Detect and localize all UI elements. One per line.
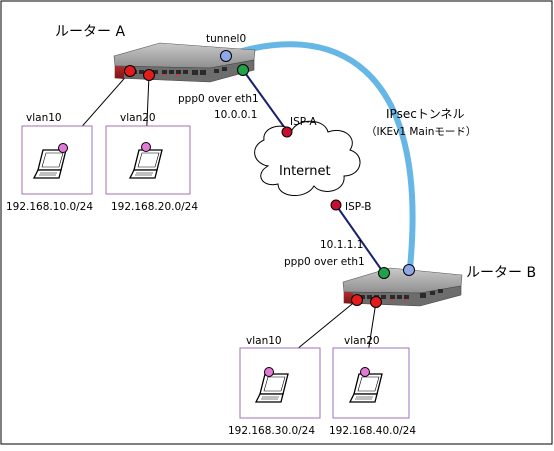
isp-b-node xyxy=(330,199,342,211)
router-b-label: ルーター B xyxy=(466,265,536,281)
wan-link-router-a-isp-a xyxy=(242,69,288,132)
router-b-wan-ip: 10.1.1.1 xyxy=(320,239,363,251)
lan-a-vlan20-subnet: 192.168.20.0/24 xyxy=(111,201,198,213)
lan-box-a-vlan10 xyxy=(21,125,93,195)
router-b-vlan20-port xyxy=(370,296,382,308)
router-a-label: ルーター A xyxy=(55,24,125,40)
tunnel-label: tunnel0 xyxy=(206,33,246,45)
lan-a-vlan20-name: vlan20 xyxy=(120,112,156,124)
lan-b-vlan10-name: vlan10 xyxy=(246,335,282,347)
router-a-wan-port xyxy=(237,64,249,76)
lan-a-vlan10-subnet: 192.168.10.0/24 xyxy=(6,201,93,213)
router-a-vlan20-port xyxy=(143,69,155,81)
lan-b-vlan20-subnet: 192.168.40.0/24 xyxy=(329,425,416,437)
lan-a-vlan10-name: vlan10 xyxy=(26,112,62,124)
ipsec-tunnel-line xyxy=(223,41,416,271)
host-b-vlan20-node xyxy=(360,367,370,377)
router-a-wan-ip: 10.0.0.1 xyxy=(214,109,257,121)
isp-b-label: ISP-B xyxy=(345,201,371,213)
router-a-wan-iface: ppp0 over eth1 xyxy=(178,93,259,105)
router-a-vlan10-port xyxy=(124,65,136,77)
ipsec-label-line1: IPsecトンネル xyxy=(386,107,465,121)
laptop-icon xyxy=(348,373,383,403)
internet-label: Internet xyxy=(279,164,331,179)
lan-b-vlan20-name: vlan20 xyxy=(344,335,380,347)
router-b-wan-iface: ppp0 over eth1 xyxy=(284,256,365,268)
isp-a-label: ISP-A xyxy=(290,116,317,128)
lan-b-vlan10-subnet: 192.168.30.0/24 xyxy=(228,425,315,437)
router-b-tunnel-endpoint xyxy=(403,264,415,276)
router-a xyxy=(113,42,256,83)
router-b-wan-port xyxy=(378,267,390,279)
wan-link-isp-b-router-b xyxy=(335,204,384,273)
host-b-vlan10-node xyxy=(264,367,274,377)
laptop-icon xyxy=(128,149,163,179)
router-a-tunnel-endpoint xyxy=(220,50,232,62)
router-b-vlan10-port xyxy=(351,294,363,306)
internet-cloud xyxy=(254,120,361,196)
host-a-vlan10-node xyxy=(58,143,68,153)
isp-a-node xyxy=(281,126,293,138)
ipsec-label-line2: （IKEv1 Mainモード） xyxy=(366,126,476,138)
laptop-icon xyxy=(32,149,67,179)
laptop-icon xyxy=(254,373,289,403)
host-a-vlan20-node xyxy=(141,142,151,152)
